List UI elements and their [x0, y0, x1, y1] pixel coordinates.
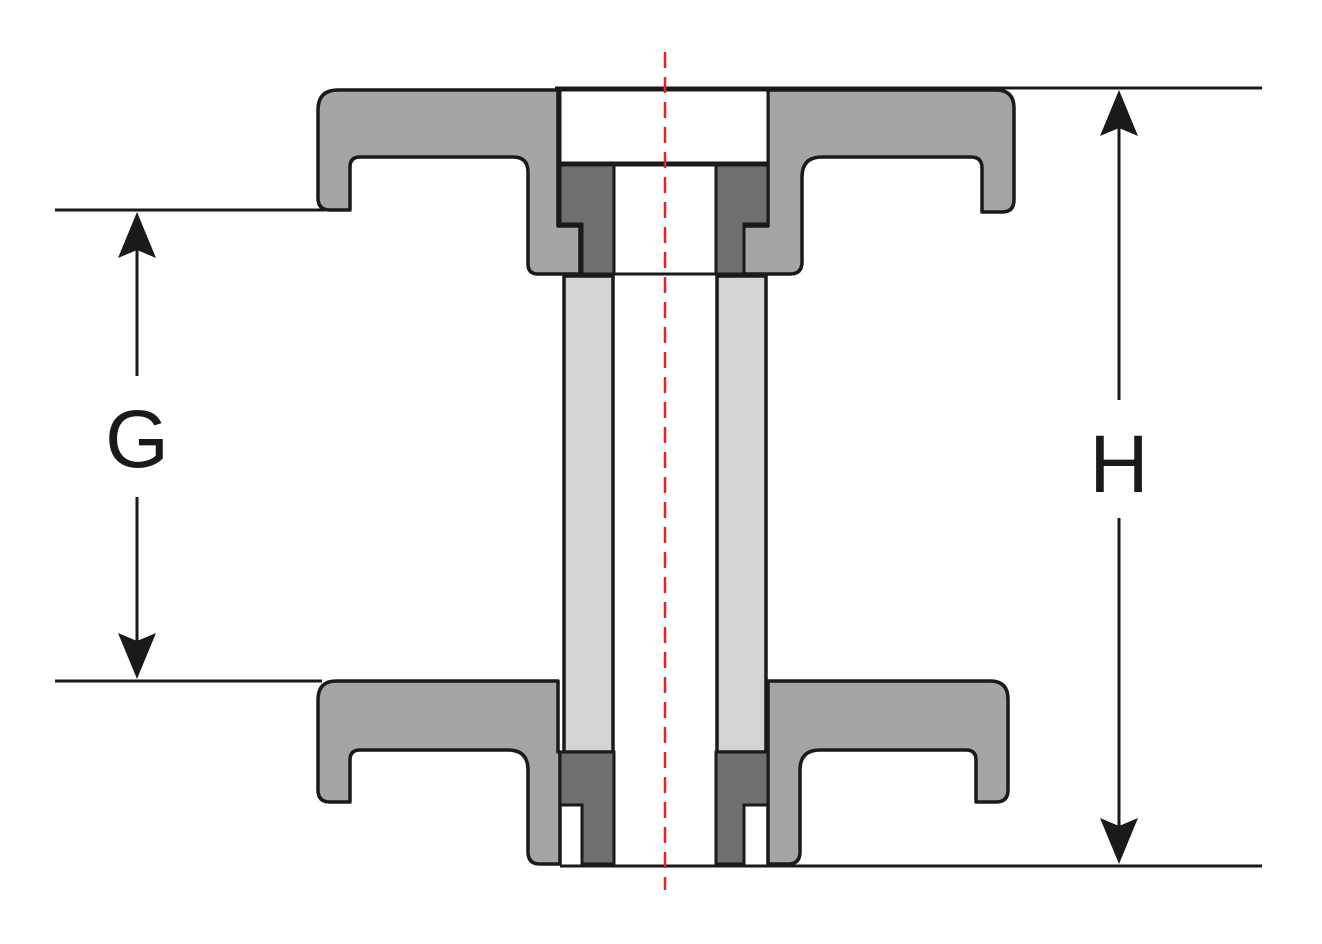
tube-wall-left: [562, 274, 615, 754]
h-arrowhead-down-icon: [1100, 818, 1138, 864]
dimension-g: G: [105, 212, 169, 679]
upper-flange-left: [316, 88, 582, 276]
upper-flange-right: [741, 88, 1016, 276]
g-arrowhead-down-icon: [118, 633, 156, 679]
extension-lines: [55, 86, 1262, 868]
lower-flange-left: [316, 679, 562, 866]
g-arrowhead-up-icon: [118, 212, 156, 258]
g-label: G: [105, 394, 169, 485]
tube-wall-right: [715, 274, 768, 754]
lower-flange-right: [766, 679, 1010, 866]
h-label: H: [1089, 419, 1148, 510]
lower-insert-right: [714, 750, 770, 866]
dimension-h: H: [1089, 90, 1149, 864]
lower-insert-left: [558, 750, 616, 866]
upper-bore-opening: [558, 88, 770, 165]
h-arrowhead-up-icon: [1100, 90, 1138, 136]
